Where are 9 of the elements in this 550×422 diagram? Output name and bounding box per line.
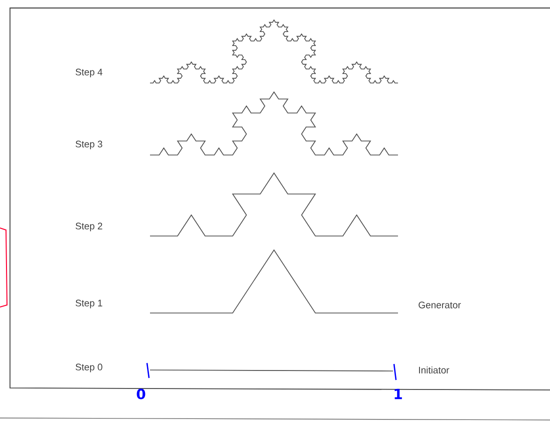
step-label: Step 1 xyxy=(76,300,102,308)
step-label: Step 0 xyxy=(76,364,102,372)
step-label: Step 2 xyxy=(76,222,102,232)
step-label: Initiator xyxy=(419,366,450,374)
handwritten-number: 1 xyxy=(394,388,402,400)
step-label: Step 4 xyxy=(76,68,102,78)
handwritten-number: 0 xyxy=(136,388,146,400)
step-label: Generator xyxy=(418,302,461,308)
step-label: Step 3 xyxy=(76,140,102,150)
